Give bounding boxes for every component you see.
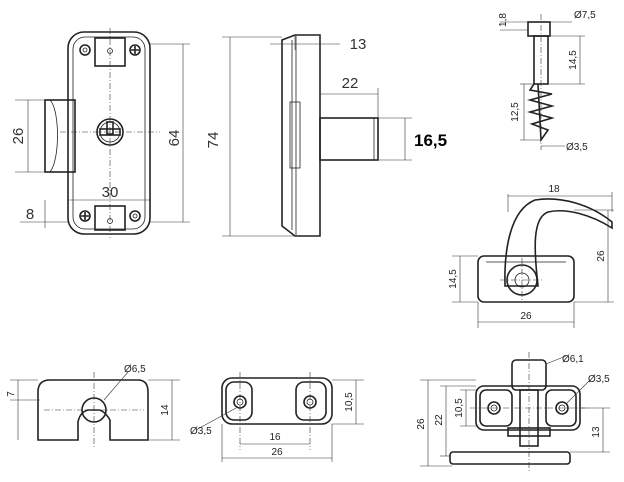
- dim-dia-6-5: Ø6,5: [124, 364, 146, 375]
- bolt-body: [44, 99, 76, 173]
- dim-12-5: 12,5: [510, 102, 521, 122]
- dim-10-5-bracket: 10,5: [454, 398, 465, 418]
- dim-13: 13: [350, 36, 367, 53]
- dim-14: 14: [160, 404, 171, 416]
- hook-base: [477, 255, 575, 303]
- dim-30: 30: [102, 184, 119, 201]
- lock-front-view: [15, 28, 190, 238]
- screw-head: [527, 21, 551, 37]
- screw-view: [500, 14, 585, 150]
- dim-74: 74: [205, 132, 222, 149]
- dim-7: 7: [6, 391, 17, 397]
- dim-14-5-screw: 14,5: [568, 50, 579, 70]
- dim-26-strike: 26: [271, 447, 283, 458]
- strike-front-body: [221, 377, 333, 425]
- dim-18: 18: [548, 184, 560, 195]
- lock-body: [67, 31, 151, 235]
- dim-dia-3-5-bracket: Ø3,5: [588, 374, 610, 385]
- lock-side-view: [222, 34, 412, 237]
- dim-22: 22: [342, 75, 359, 92]
- dim-26-hook-v: 26: [596, 250, 607, 262]
- hook-view: [452, 192, 614, 328]
- dim-1-8: 1,8: [498, 13, 509, 27]
- dim-16-5-bolt: 16,5: [414, 131, 447, 150]
- screw-hole-bottom-left: [79, 210, 91, 222]
- strike-side-view: [10, 371, 180, 448]
- dim-26-bracket: 26: [416, 418, 427, 430]
- side-slot: [289, 101, 301, 169]
- screw-hole-top-right: [129, 44, 141, 56]
- dim-dia-3-5-strike: Ø3,5: [190, 426, 212, 437]
- screw-thread: [526, 83, 556, 143]
- dim-dia-6-1: Ø6,1: [562, 354, 584, 365]
- hook-arm: [504, 198, 613, 287]
- dim-dia-3-5-screw: Ø3,5: [566, 142, 588, 153]
- screw-hole-top-left: [79, 44, 91, 56]
- bracket-flange: [507, 427, 551, 437]
- dim-16: 16: [269, 432, 281, 443]
- strike-bracket-view: [420, 352, 610, 472]
- side-bolt: [319, 117, 379, 161]
- side-body: [281, 34, 321, 237]
- strike-front-view: [195, 372, 364, 462]
- dim-26-bolt: 26: [10, 128, 27, 145]
- dim-8: 8: [26, 206, 34, 223]
- dim-22-bracket: 22: [434, 414, 445, 426]
- bracket-base: [449, 451, 571, 465]
- dim-dia-7-5: Ø7,5: [574, 10, 596, 21]
- dim-64: 64: [166, 130, 183, 147]
- dim-13-bracket: 13: [591, 426, 602, 438]
- dim-10-5-strike: 10,5: [344, 392, 355, 412]
- dim-14-5-hook: 14,5: [448, 269, 459, 289]
- screw-hole-bottom-right: [129, 210, 141, 222]
- dim-26-hook-h: 26: [520, 311, 532, 322]
